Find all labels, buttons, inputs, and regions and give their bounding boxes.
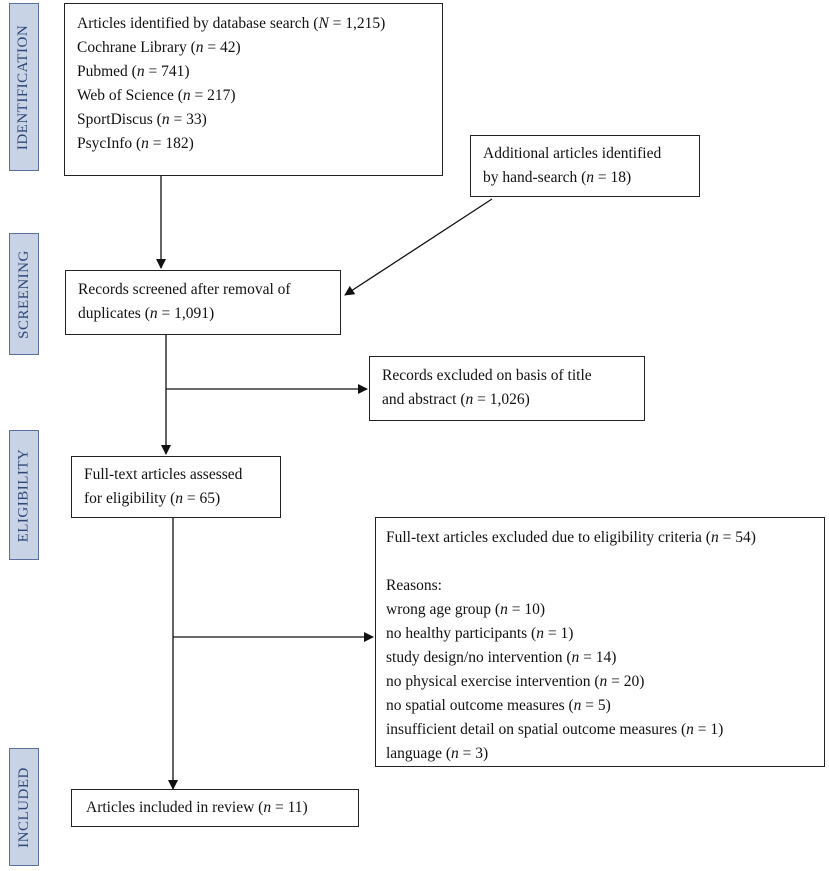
excluded-title-line2: and abstract (n = 1,026) bbox=[382, 391, 530, 408]
screened-line1: Records screened after removal of bbox=[78, 281, 291, 298]
stage-label-identification: IDENTIFICATION bbox=[9, 3, 39, 171]
stage-included-text: INCLUDED bbox=[15, 766, 32, 848]
excluded-title-box: Records excluded on basis of title and a… bbox=[369, 356, 645, 421]
included-box: Articles included in review (n = 11) bbox=[71, 789, 359, 827]
hand-search-box: Additional articles identified by hand-s… bbox=[470, 135, 700, 197]
screened-box: Records screened after removal of duplic… bbox=[65, 270, 341, 335]
screened-line2: duplicates (n = 1,091) bbox=[78, 305, 215, 322]
hand-search-line2: by hand-search (n = 18) bbox=[483, 169, 632, 186]
included-text: Articles included in review (n = 11) bbox=[86, 799, 308, 816]
source-item: PsycInfo (n = 182) bbox=[77, 135, 194, 152]
reason-item: no healthy participants (n = 1) bbox=[386, 625, 574, 642]
fulltext-line1: Full-text articles assessed bbox=[84, 466, 243, 483]
stage-eligibility-text: ELIGIBILITY bbox=[15, 448, 32, 542]
source-item: Cochrane Library (n = 42) bbox=[77, 39, 241, 56]
reason-item: no spatial outcome measures (n = 5) bbox=[386, 697, 611, 714]
source-item: SportDiscus (n = 33) bbox=[77, 111, 207, 128]
source-item: Web of Science (n = 217) bbox=[77, 87, 236, 104]
arrow-handsearch-to-screened bbox=[344, 198, 493, 296]
reason-item: study design/no intervention (n = 14) bbox=[386, 649, 617, 666]
reason-item: insufficient detail on spatial outcome m… bbox=[386, 721, 724, 738]
identified-title: Articles identified by database search (… bbox=[77, 15, 386, 32]
identified-box: Articles identified by database search (… bbox=[64, 3, 443, 176]
reason-item: language (n = 3) bbox=[386, 745, 489, 762]
excluded-title-line1: Records excluded on basis of title bbox=[382, 367, 592, 384]
reasons-label: Reasons: bbox=[386, 577, 442, 594]
excluded-eligibility-title: Full-text articles excluded due to eligi… bbox=[386, 529, 756, 546]
stage-label-screening: SCREENING bbox=[9, 233, 39, 355]
reason-item: no physical exercise intervention (n = 2… bbox=[386, 673, 645, 690]
stage-label-included: INCLUDED bbox=[9, 748, 39, 866]
stage-screening-text: SCREENING bbox=[15, 249, 32, 339]
hand-search-line1: Additional articles identified bbox=[483, 145, 662, 162]
fulltext-box: Full-text articles assessed for eligibil… bbox=[71, 456, 281, 518]
stage-label-eligibility: ELIGIBILITY bbox=[9, 430, 39, 560]
reason-item: wrong age group (n = 10) bbox=[386, 601, 545, 618]
fulltext-line2: for eligibility (n = 65) bbox=[84, 490, 221, 507]
source-item: Pubmed (n = 741) bbox=[77, 63, 190, 80]
sources-list: Cochrane Library (n = 42) Pubmed (n = 741… bbox=[77, 36, 430, 156]
reasons-list: wrong age group (n = 10) no healthy parti… bbox=[386, 598, 814, 766]
excluded-eligibility-box: Full-text articles excluded due to eligi… bbox=[375, 517, 825, 767]
stage-identification-text: IDENTIFICATION bbox=[15, 24, 32, 150]
